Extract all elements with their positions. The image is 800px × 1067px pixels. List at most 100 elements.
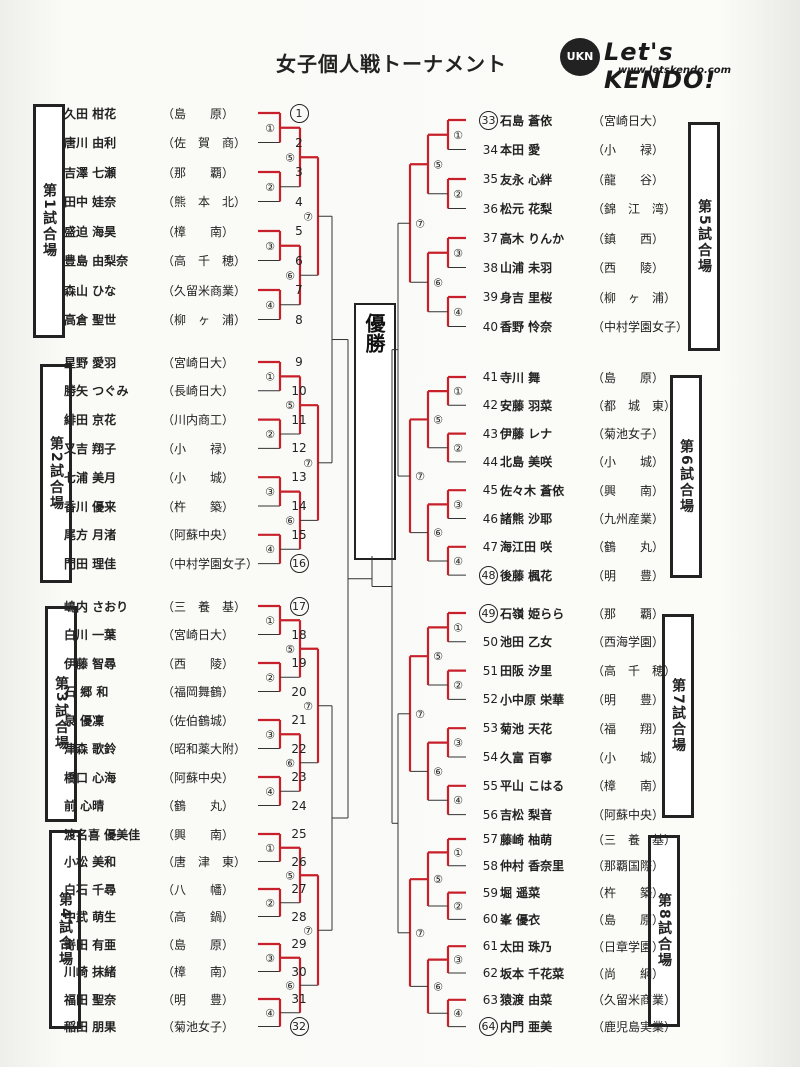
entry-number: 41: [468, 370, 498, 384]
champion-label: 優勝: [362, 313, 386, 353]
left-entry: 福田 聖奈（明 豊）31: [64, 989, 310, 1009]
court-label: 第7試合場: [670, 678, 686, 754]
entry-school: （興 南）: [592, 483, 665, 498]
entry-number-text: 44: [482, 454, 498, 469]
entry-school: （日章学園）: [592, 939, 665, 954]
entry-number-text: 35: [482, 172, 498, 186]
entry-school: （樟 南）: [162, 965, 235, 979]
round-mark: ③: [265, 728, 275, 741]
entry-number: 17: [288, 596, 310, 616]
court-label: 第4試合場: [57, 891, 73, 968]
entry-number-text: 50: [482, 634, 498, 649]
entry-number-text: 59: [482, 885, 498, 900]
entry-number: 8: [288, 313, 310, 327]
round-mark: ⑦: [415, 708, 425, 721]
round-mark: ②: [453, 679, 463, 692]
entry-number: 57: [468, 832, 498, 846]
left-entry: 久田 柑花（島 原）1: [64, 103, 310, 123]
entry-school: （興 南）: [162, 827, 235, 842]
entry-name: 内門 亜美: [500, 1020, 553, 1035]
logo-url: www.letskendo.com: [618, 65, 732, 76]
entry-number: 46: [468, 512, 498, 526]
entry-school: （龍 谷）: [592, 172, 665, 187]
entry-number: 15: [288, 528, 310, 542]
entry-name: 石嶺 姫らら: [500, 606, 565, 621]
entry-number: 20: [288, 685, 310, 699]
left-entry: 尾方 月渚（阿蘇中央）15: [64, 525, 310, 545]
entry-number-text: 17: [289, 596, 309, 616]
entry-name: 小松 美和: [64, 855, 117, 869]
entry-name: 七浦 美月: [64, 470, 117, 485]
entry-name: 豊島 由梨奈: [64, 254, 129, 268]
entry-name: 友永 心絆: [500, 172, 553, 187]
round-mark: ⑥: [285, 514, 295, 527]
left-entry: 香川 優来（杵 築）14: [64, 496, 310, 516]
entry-school: （長崎日大）: [162, 384, 235, 399]
entry-school: （明 豊）: [592, 692, 665, 707]
entry-number-text: 61: [482, 939, 498, 954]
entry-name: 川崎 抹緒: [64, 965, 117, 979]
court-label: 第2試合場: [48, 435, 64, 512]
round-mark: ②: [453, 188, 463, 201]
left-entry: 豊島 由梨奈（高 千 穂）6: [64, 251, 310, 271]
court-8-box: 第8試合場: [648, 835, 680, 1027]
entry-school: （唐 津 東）: [162, 855, 247, 869]
entry-school: （福 翔）: [592, 721, 665, 736]
entry-number-text: 12: [291, 441, 307, 456]
entry-school: （宮崎日大）: [162, 355, 235, 370]
entry-number-text: 28: [291, 909, 307, 924]
entry-number-text: 18: [291, 627, 307, 642]
round-mark: ④: [453, 1007, 463, 1020]
entry-number: 62: [468, 966, 498, 980]
entry-school: （高 千 穂）: [162, 254, 247, 268]
entry-number-text: 29: [291, 937, 307, 951]
entry-number: 38: [468, 261, 498, 275]
entry-name: 福田 聖奈: [64, 992, 117, 1007]
entry-school: （宮崎日大）: [162, 628, 235, 642]
entry-school: （高 鍋）: [162, 910, 235, 924]
entry-number-text: 46: [482, 511, 498, 526]
entry-number-text: 1: [289, 103, 309, 123]
entry-number: 11: [288, 413, 310, 427]
left-entry: 唐川 由利（佐 賀 商）2: [64, 133, 310, 153]
round-mark: ④: [265, 785, 275, 798]
entry-name: 白川 一葉: [64, 628, 117, 642]
entry-name: 白石 千尋: [64, 882, 117, 897]
round-mark: ②: [265, 897, 275, 910]
entry-number-text: 2: [295, 135, 303, 150]
entry-number-text: 25: [291, 827, 307, 841]
left-entry: 七浦 美月（小 城）13: [64, 467, 310, 487]
round-mark: ②: [265, 671, 275, 684]
left-entry: 田中 娃奈（熊 本 北）4: [64, 192, 310, 212]
entry-name: 堀 遥菜: [500, 886, 541, 901]
entry-number-text: 8: [295, 312, 303, 327]
entry-name: 平山 こはる: [500, 779, 565, 794]
entry-number: 61: [468, 939, 498, 953]
left-entry: 前 心晴（鶴 丸）24: [64, 796, 310, 816]
entry-school: （阿蘇中央）: [162, 528, 235, 543]
entry-name: 又吉 翔子: [64, 441, 117, 456]
court-2-box: 第2試合場: [40, 364, 72, 583]
round-mark: ⑤: [433, 650, 443, 663]
entry-number-text: 40: [482, 319, 498, 334]
entry-name: 石島 蒼依: [500, 113, 553, 128]
entry-number-text: 60: [482, 912, 498, 927]
round-mark: ⑤: [285, 399, 295, 412]
round-mark: ③: [453, 247, 463, 260]
entry-number: 44: [468, 455, 498, 469]
entry-name: 吉松 梨音: [500, 808, 553, 823]
round-mark: ⑤: [433, 158, 443, 171]
entry-number-text: 34: [482, 142, 498, 157]
left-entry: 石 郷 和（福岡舞鶴）20: [64, 682, 310, 702]
